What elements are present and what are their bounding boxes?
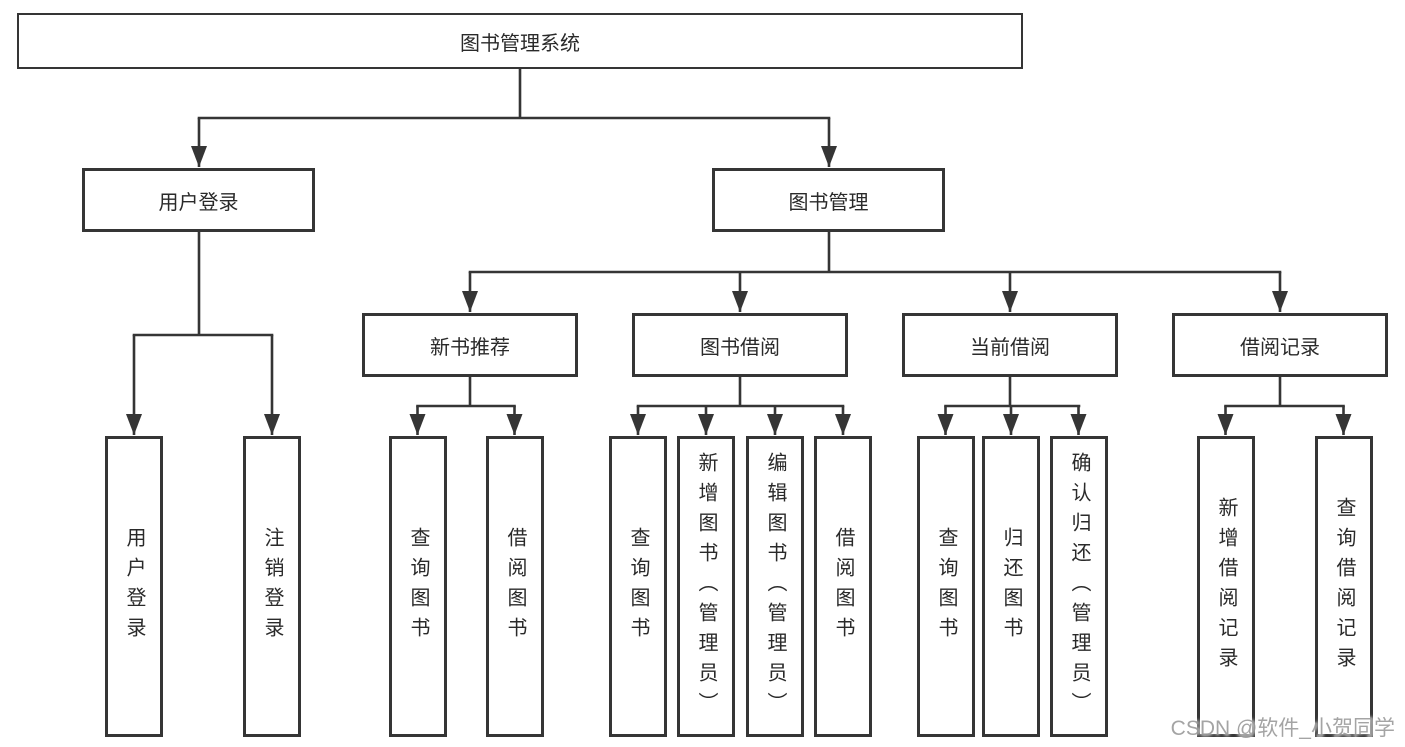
node-borrowing-records-label: 借阅记录 xyxy=(1240,336,1320,359)
csdn-watermark: CSDN @软件_小贺同学 xyxy=(1170,717,1395,740)
node-new-book-recommendation: 新书推荐 xyxy=(362,313,578,377)
node-user-login-label: 用户登录 xyxy=(158,191,239,214)
leaf-user-login-label: 用户登录 xyxy=(123,526,145,647)
leaf-return-books-label: 归还图书 xyxy=(1000,526,1022,647)
node-current-borrowing-label: 当前借阅 xyxy=(970,336,1050,359)
leaf-borrow-books-recommend-label: 借阅图书 xyxy=(504,526,526,647)
node-borrowing-records: 借阅记录 xyxy=(1172,313,1388,377)
leaf-borrow-books-label: 借阅图书 xyxy=(832,526,854,647)
leaf-add-borrow-record-label: 新增借阅记录 xyxy=(1215,496,1237,677)
node-library-system: 图书管理系统 xyxy=(17,13,1023,69)
leaf-add-borrow-record: 新增借阅记录 xyxy=(1197,436,1255,737)
leaf-query-books-recommend-label: 查询图书 xyxy=(407,526,429,647)
leaf-query-books-borrow: 查询图书 xyxy=(609,436,667,737)
leaf-borrow-books-recommend: 借阅图书 xyxy=(486,436,544,737)
leaf-add-books-admin: 新增图书（管理员） xyxy=(677,436,735,737)
node-book-borrowing: 图书借阅 xyxy=(632,313,848,377)
leaf-add-books-admin-label: 新增图书（管理员） xyxy=(695,451,717,722)
node-new-book-recommendation-label: 新书推荐 xyxy=(430,336,510,359)
node-library-system-label: 图书管理系统 xyxy=(460,32,580,55)
leaf-confirm-return-admin-label: 确认归还（管理员） xyxy=(1068,451,1090,722)
leaf-query-borrow-record-label: 查询借阅记录 xyxy=(1333,496,1355,677)
leaf-query-books-current: 查询图书 xyxy=(917,436,975,737)
leaf-logout-label: 注销登录 xyxy=(261,526,283,647)
leaf-query-books-recommend: 查询图书 xyxy=(389,436,447,737)
leaf-logout: 注销登录 xyxy=(243,436,301,737)
leaf-query-books-current-label: 查询图书 xyxy=(935,526,957,647)
leaf-borrow-books: 借阅图书 xyxy=(814,436,872,737)
node-book-management: 图书管理 xyxy=(712,168,945,232)
leaf-confirm-return-admin: 确认归还（管理员） xyxy=(1050,436,1108,737)
leaf-query-borrow-record: 查询借阅记录 xyxy=(1315,436,1373,737)
leaf-edit-books-admin: 编辑图书（管理员） xyxy=(746,436,804,737)
leaf-user-login: 用户登录 xyxy=(105,436,163,737)
leaf-edit-books-admin-label: 编辑图书（管理员） xyxy=(764,451,786,722)
node-book-management-label: 图书管理 xyxy=(788,191,869,214)
leaf-return-books: 归还图书 xyxy=(982,436,1040,737)
node-book-borrowing-label: 图书借阅 xyxy=(700,336,780,359)
node-current-borrowing: 当前借阅 xyxy=(902,313,1118,377)
node-user-login: 用户登录 xyxy=(82,168,315,232)
leaf-query-books-borrow-label: 查询图书 xyxy=(627,526,649,647)
